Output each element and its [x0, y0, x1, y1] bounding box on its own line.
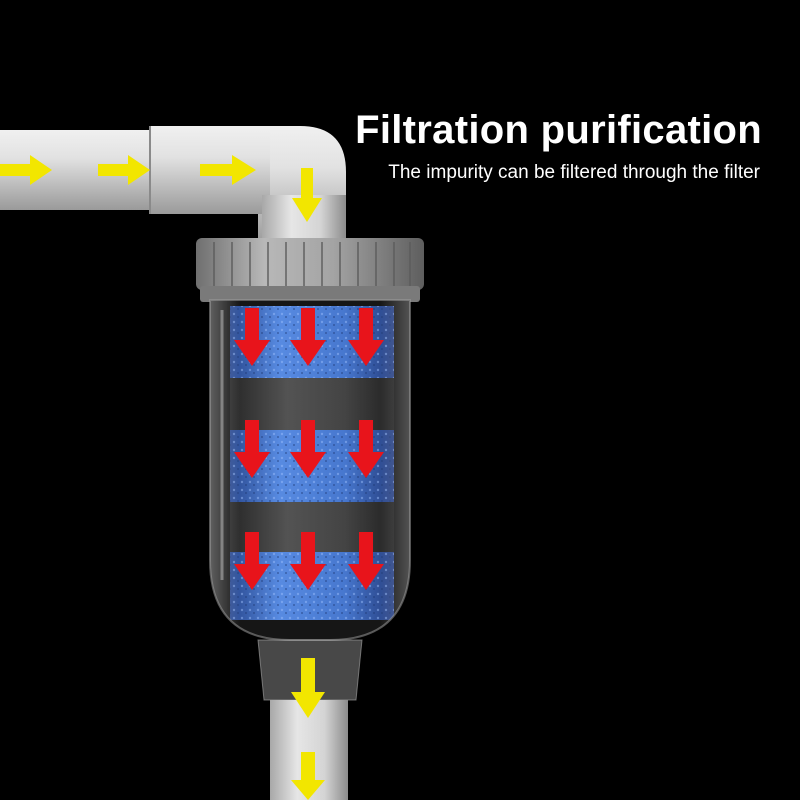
outflow-arrows — [291, 658, 325, 800]
arrow-right-icon — [200, 155, 256, 185]
filter-flow-arrows — [234, 308, 384, 590]
arrow-down-icon — [234, 308, 270, 366]
inlet-pipe — [0, 126, 346, 250]
arrow-down-icon — [291, 658, 325, 718]
arrow-down-icon — [348, 420, 384, 478]
filter-cap — [196, 238, 424, 302]
page-title: Filtration purification — [355, 108, 762, 152]
arrow-right-icon — [98, 155, 150, 185]
arrow-down-icon — [290, 532, 326, 590]
arrow-down-icon — [348, 532, 384, 590]
arrow-down-icon — [348, 308, 384, 366]
inflow-arrows — [0, 155, 322, 222]
arrow-down-icon — [234, 420, 270, 478]
arrow-right-icon — [0, 155, 52, 185]
arrow-down-icon — [292, 168, 322, 222]
arrow-down-icon — [234, 532, 270, 590]
arrow-down-icon — [291, 752, 325, 800]
page-subtitle: The impurity can be filtered through the… — [388, 162, 760, 183]
arrow-down-icon — [290, 420, 326, 478]
arrow-down-icon — [290, 308, 326, 366]
